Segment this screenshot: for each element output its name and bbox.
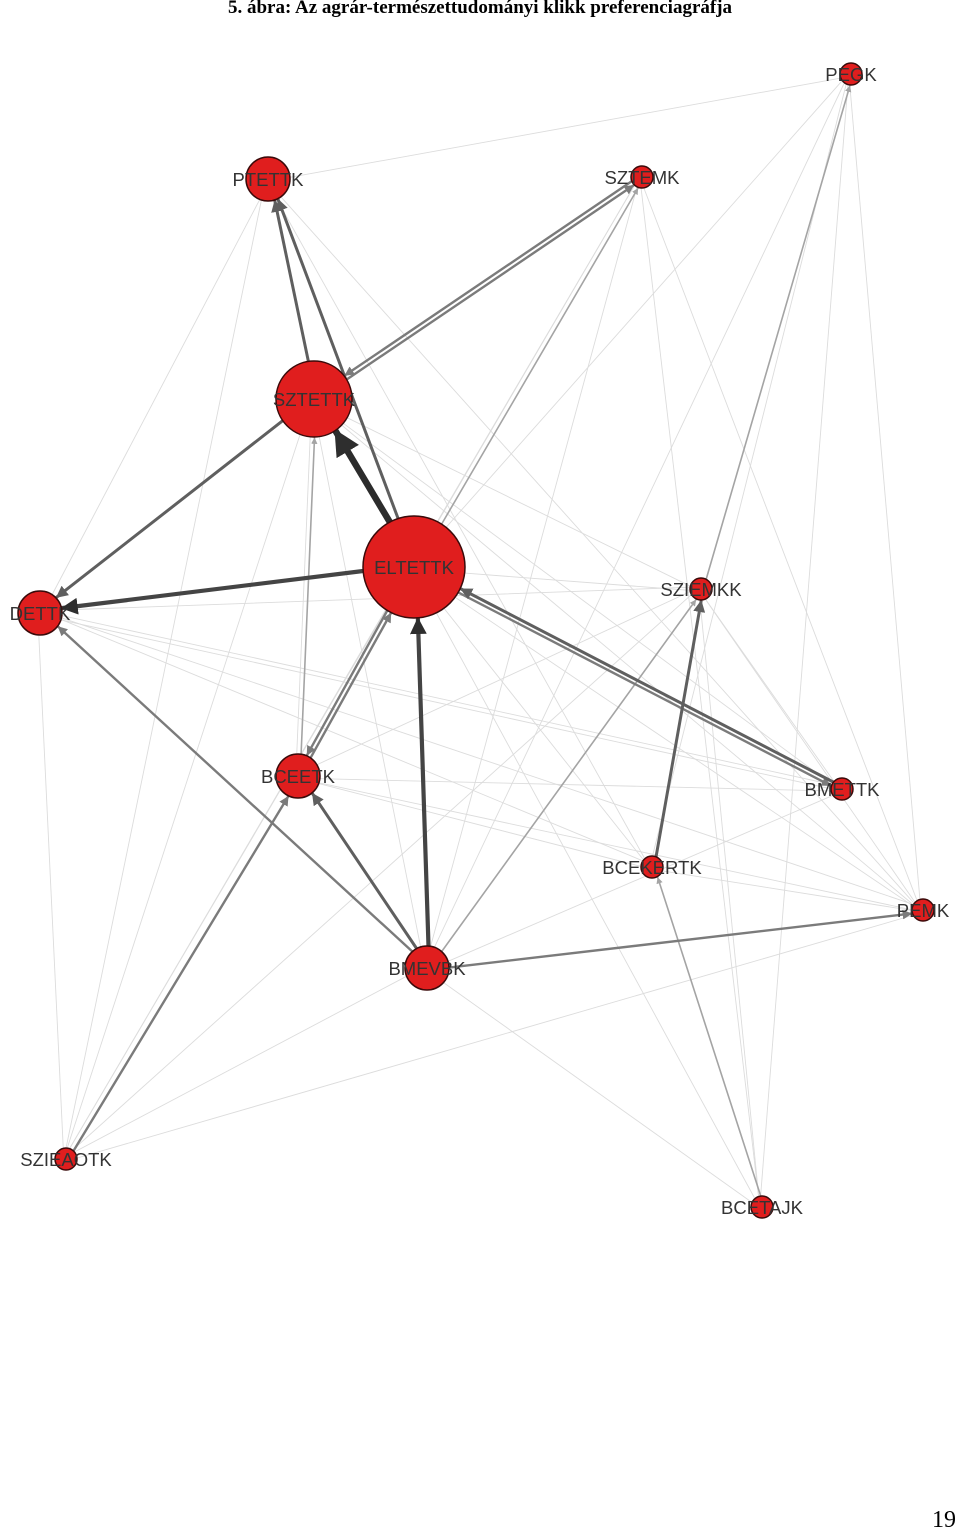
edge-bceetk-to-bmettk [319, 778, 831, 792]
edge-sztettk-to-bceetk [296, 436, 311, 754]
edge-ptettk-to-bcekertk [276, 198, 645, 859]
edge-bcekertk-to-pemk [662, 870, 912, 911]
node-bmettk [830, 777, 854, 801]
edge-bmevbk-to-bcetajk [443, 982, 752, 1203]
edge-bmevbk-to-bceetk [311, 792, 419, 950]
figure-caption: 5. ábra: Az agrár-természettudományi kli… [227, 0, 733, 18]
node-label-ptettk: PTETTK [233, 169, 305, 190]
edge-dettk-to-bmettk [60, 619, 831, 790]
edge-eltettk-to-sztettk [332, 428, 394, 526]
edge-bceetk-to-bcekertk [318, 783, 641, 867]
edge-bmettk-to-dettk [62, 615, 833, 785]
node-label-sziemkk: SZIEMKK [660, 579, 742, 600]
edge-dettk-to-ptettk [51, 199, 260, 595]
edge-bmettk-to-eltettk [459, 587, 835, 784]
edge-ptettk-to-szieaotk [65, 199, 262, 1148]
node-sziemkk [689, 577, 713, 601]
edge-dettk-to-szieaotk [38, 634, 64, 1148]
edge-sziemkk-to-szieaotk [73, 594, 692, 1150]
edge-bmevbk-to-eltettk [409, 616, 431, 949]
node-eltettk [362, 515, 466, 619]
node-label-bmevbk: BMEVBK [388, 958, 466, 979]
edge-bcekertk-to-dettk [61, 619, 644, 862]
node-label-bcetajk: BCETAJK [721, 1197, 804, 1218]
edge-sziemkk-to-pemk [704, 598, 915, 902]
edge-bceetk-to-pemk [318, 782, 912, 911]
edge-sziemkk-to-bceetk [317, 591, 691, 765]
edge-sztettk-to-ptettk [271, 199, 310, 363]
node-dettk [17, 590, 63, 636]
node-label-bmettk: BMETTK [804, 779, 880, 800]
node-label-pemk: PEMK [897, 900, 950, 921]
edge-sztemk-to-eltettk [437, 184, 635, 522]
edge-sztettk-to-sztemk [345, 184, 635, 381]
node-label-eltettk: ELTETTK [374, 557, 454, 578]
edge-sztemk-to-pemk [643, 187, 918, 901]
edge-pemk-to-dettk [62, 617, 914, 905]
edge-sztemk-to-bmevbk [430, 186, 638, 946]
page-number: 19 [932, 1507, 956, 1533]
labels-layer: PEGK PTETTK SZTEMK SZTETTK ELTETTK DETTK SZIEM… [10, 64, 950, 1218]
edge-ptettk-to-pemk [280, 196, 914, 903]
edge-bmevbk-to-szieaotk [75, 975, 407, 1152]
edge-pegk-to-bmevbk [434, 82, 845, 947]
node-label-sztemk: SZTEMK [604, 167, 680, 188]
node-ptettk [245, 156, 291, 202]
node-szieaotk [54, 1147, 78, 1171]
nodes-layer [17, 62, 935, 1219]
edge-eltettk-to-sztemk [440, 187, 639, 525]
node-pemk [911, 898, 935, 922]
edge-ptettk-to-pegk [289, 77, 841, 178]
edge-bmevbk-to-bmettk [447, 795, 833, 962]
node-pegk [839, 62, 863, 86]
edge-bmevbk-to-dettk [57, 625, 414, 953]
edge-eltettk-to-bmettk [457, 591, 832, 787]
edge-pegk-to-bcekertk [652, 83, 847, 856]
edge-sztemk-to-bcetajk [640, 187, 759, 1196]
edge-sztettk-to-bmevbk [318, 436, 421, 947]
edge-pegk-to-eltettk [446, 80, 843, 528]
node-sztemk [630, 165, 654, 189]
node-bmevbk [404, 945, 450, 991]
node-bcetajk [750, 1195, 774, 1219]
edge-pegk-to-bcetajk [760, 84, 849, 1196]
edge-sziemkk-to-bcetajk [699, 599, 760, 1196]
edge-eltettk-to-bcekertk [443, 607, 644, 860]
node-label-sztettk: SZTETTK [273, 389, 356, 410]
edge-bceetk-to-eltettk [309, 612, 392, 759]
edge-eltettk-to-pemk [454, 596, 913, 906]
edge-sztettk-to-pemk [341, 424, 913, 905]
edge-bceetk-to-sztettk [300, 437, 318, 755]
edge-bcetajk-to-bcekertk [656, 876, 762, 1197]
edge-eltettk-to-bcetajk [435, 612, 755, 1198]
edge-eltettk-to-sziemkk [464, 572, 690, 591]
edge-eltettk-to-ptettk [276, 198, 400, 520]
node-label-pegk: PEGK [825, 64, 877, 85]
node-label-dettk: DETTK [10, 603, 71, 624]
edge-sztettk-to-bmettk [342, 422, 832, 785]
edge-eltettk-to-bceetk [306, 609, 389, 756]
edge-sztettk-to-sziemkk [346, 417, 690, 587]
node-label-bcekertk: BCEKERTK [602, 857, 702, 878]
edge-sztettk-to-szieaotk [67, 433, 301, 1148]
edge-bcekertk-to-sziemkk [654, 599, 706, 858]
edge-sztemk-to-sztettk [343, 180, 633, 377]
edge-eltettk-to-dettk [60, 568, 366, 615]
edge-bmevbk-to-pemk [447, 909, 913, 969]
edge-bmevbk-to-sziemkk [440, 599, 697, 953]
edge-szieaotk-to-bceetk [72, 795, 290, 1152]
node-sztettk [275, 360, 353, 438]
edge-pegk-to-pemk [849, 84, 921, 899]
node-bcekertk [640, 855, 664, 879]
node-label-szieaotk: SZIEAOTK [20, 1149, 112, 1170]
edge-sztettk-to-dettk [55, 419, 285, 599]
node-bceetk [275, 753, 321, 799]
edge-sziemkk-to-pegk [705, 85, 852, 580]
edge-szieaotk-to-pemk [76, 915, 913, 1159]
edge-eltettk-to-szieaotk [69, 609, 387, 1148]
edges-layer [38, 77, 921, 1203]
node-label-bceetk: BCEETK [261, 766, 336, 787]
